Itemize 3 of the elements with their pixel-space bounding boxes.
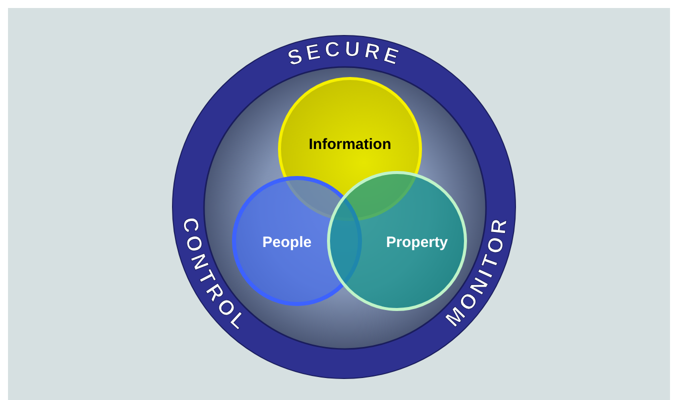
circle-label: People [262,232,312,253]
ring-label: SECURE [284,38,406,71]
circle-label: Information [308,134,392,155]
